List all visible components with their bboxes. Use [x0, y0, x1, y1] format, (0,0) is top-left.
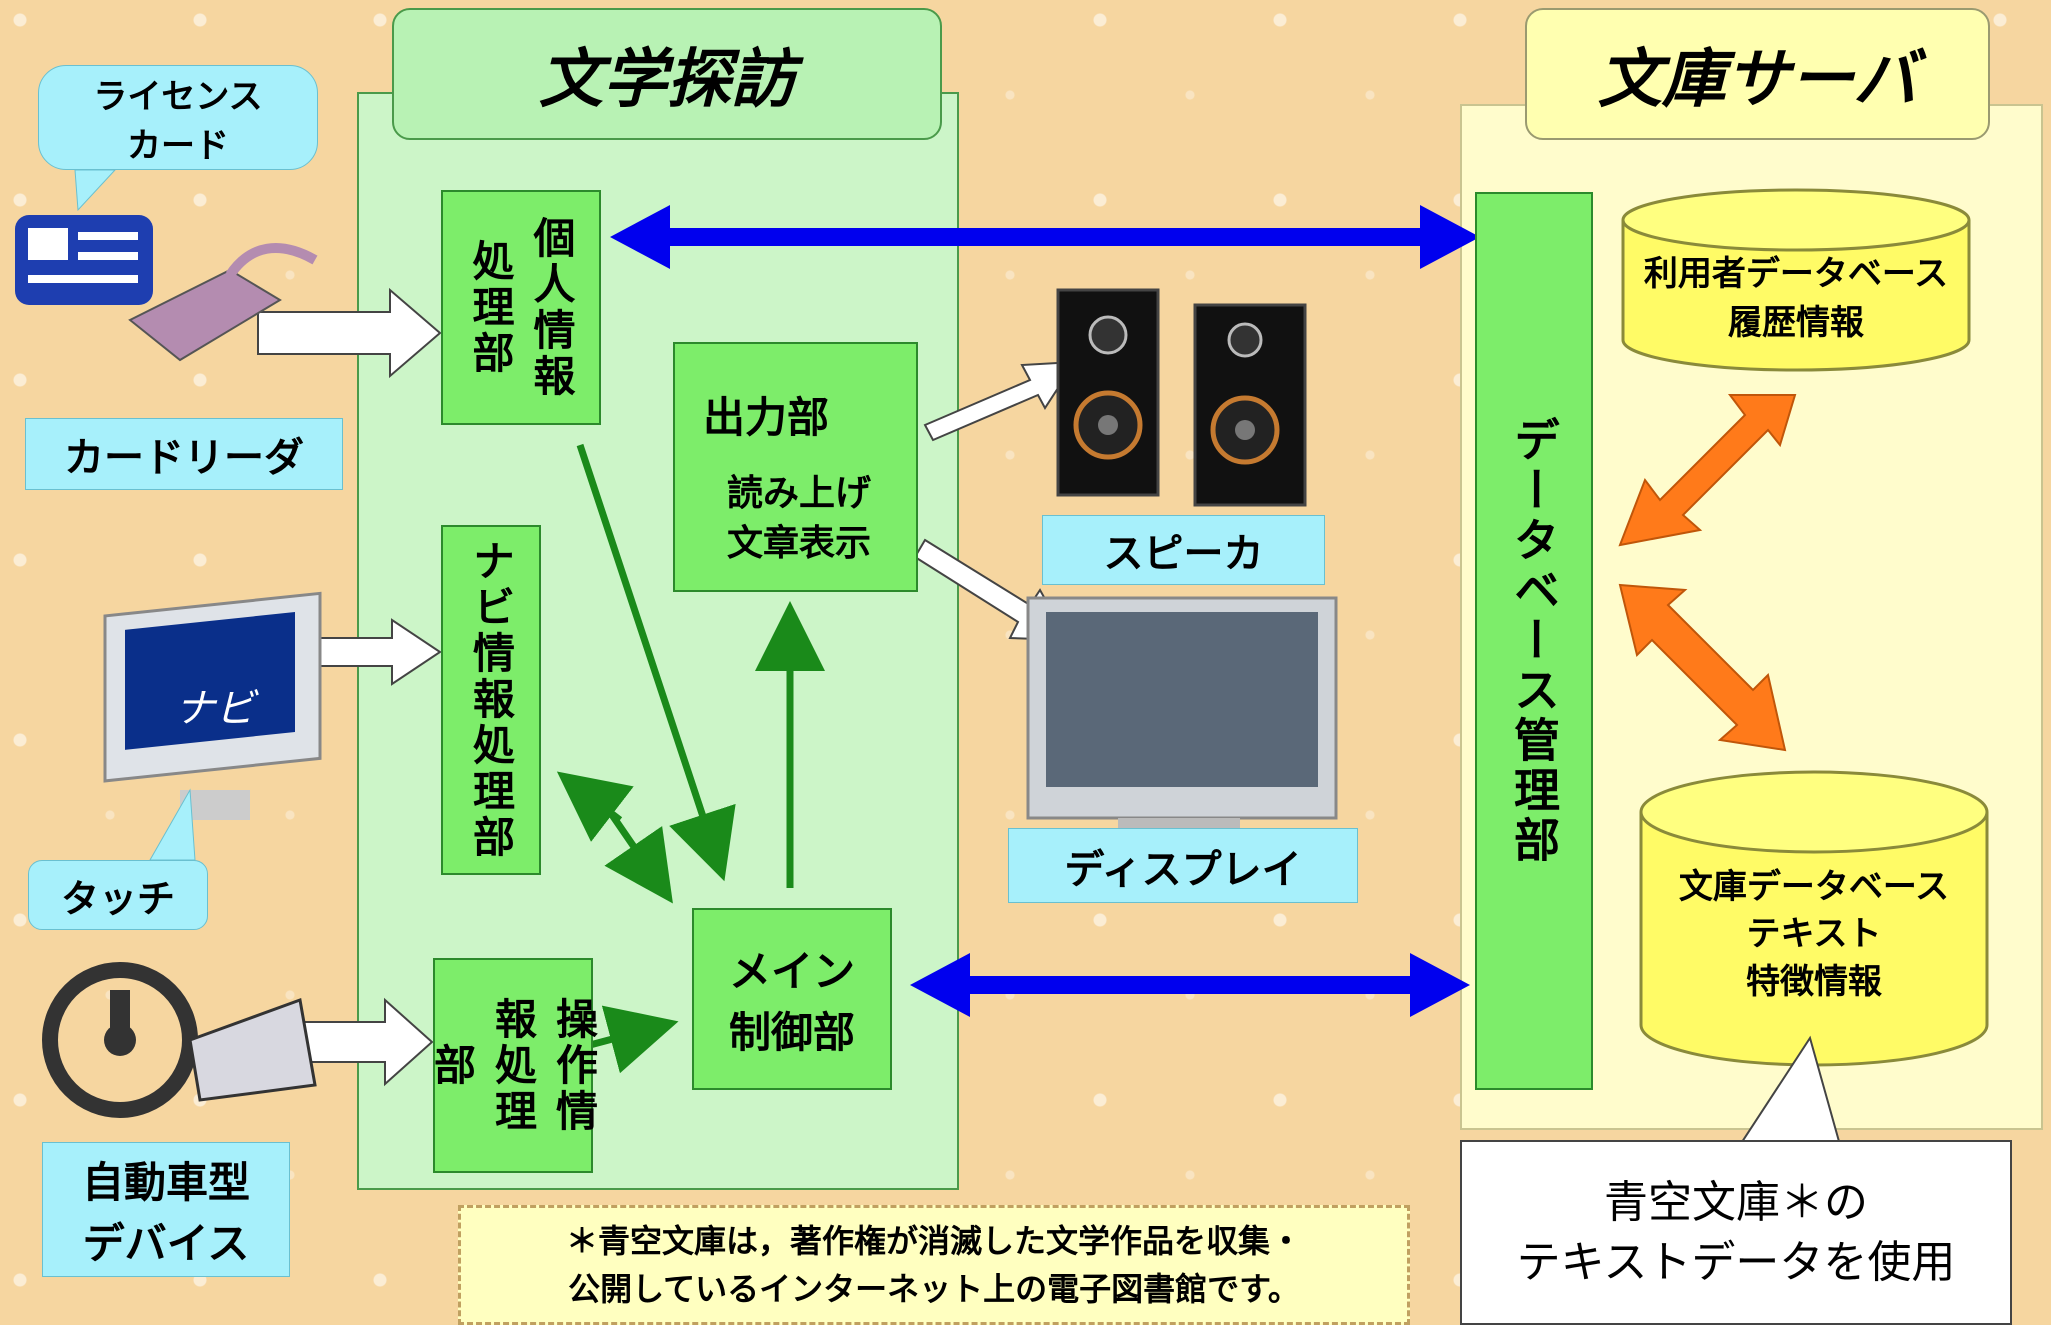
user-db-line2: 履歴情報	[1728, 303, 1864, 343]
aozora-callout: 青空文庫＊の テキストデータを使用	[1460, 1140, 2012, 1325]
license-card-line1: ライセンス	[93, 76, 263, 117]
car-device-line2: デバイス	[82, 1218, 250, 1268]
license-card-line2: カード	[127, 125, 229, 166]
navi-info-label: ナビ情報処理部	[466, 539, 516, 861]
operation-info-label: 操作情報処理部	[427, 996, 599, 1135]
car-device-icon	[42, 962, 317, 1118]
aozora-line2: テキストデータを使用	[1516, 1236, 1956, 1288]
personal-info-module: 個人情報処理部	[441, 190, 601, 425]
touch-label: タッチ	[60, 876, 175, 921]
user-db-line1: 利用者データベース	[1643, 254, 1949, 294]
navi-screen-label: ナビ	[175, 686, 255, 732]
car-device-label: 自動車型 デバイス	[42, 1142, 290, 1277]
personal-info-label: 個人情報処理部	[466, 215, 576, 400]
navi-info-module: ナビ情報処理部	[441, 525, 541, 875]
user-db-label: 利用者データベース 履歴情報	[1623, 245, 1969, 345]
card-reader-label: カードリーダ	[25, 418, 343, 490]
bungaku-tanbou-title: 文学探訪	[392, 8, 942, 140]
footnote-line2: 公開しているインターネット上の電子図書館です。	[568, 1270, 1300, 1308]
card-reader-icon	[128, 243, 318, 362]
car-device-line1: 自動車型	[81, 1157, 250, 1207]
license-card-icon	[15, 215, 153, 305]
license-card-callout: ライセンス カード	[38, 65, 318, 170]
speaker-label: スピーカ	[1042, 515, 1325, 585]
license-card-callout-tail	[74, 169, 117, 212]
footnote-line1: ＊青空文庫は，著作権が消滅した文学作品を収集・	[565, 1222, 1302, 1260]
bunko-server-title: 文庫サーバ	[1525, 8, 1990, 140]
output-line2: 文章表示	[727, 523, 872, 564]
aozora-line1: 青空文庫＊の	[1604, 1177, 1868, 1229]
db-manager-label: データベース管理部	[1507, 416, 1561, 866]
speaker-left-icon	[1056, 288, 1160, 497]
operation-info-module: 操作情報処理部	[428, 958, 599, 1173]
bunko-db-line3: 特徴情報	[1746, 961, 1882, 1002]
main-control-line1: メイン	[728, 947, 855, 996]
display-monitor-icon	[1026, 596, 1338, 830]
bunko-db-line1: 文庫データベース	[1678, 866, 1950, 907]
main-control-line2: 制御部	[728, 1008, 855, 1057]
touch-callout: タッチ	[28, 860, 208, 930]
bunko-db-line2: テキスト	[1746, 914, 1882, 955]
blue-arrow-main-db	[910, 953, 1470, 1017]
speaker-right-icon	[1193, 303, 1307, 507]
footnote-box: ＊青空文庫は，著作権が消滅した文学作品を収集・ 公開しているインターネット上の電…	[458, 1205, 1410, 1325]
bunko-db-label: 文庫データベース テキスト 特徴情報	[1641, 860, 1987, 1010]
display-label: ディスプレイ	[1008, 828, 1358, 903]
main-control-module: メイン 制御部	[692, 908, 892, 1090]
db-manager-module: データベース管理部	[1475, 192, 1593, 1090]
output-module: 出力部 読み上げ 文章表示	[673, 342, 918, 592]
output-title: 出力部	[703, 393, 830, 442]
output-line1: 読み上げ	[727, 473, 872, 514]
touch-callout-tail	[149, 788, 196, 861]
